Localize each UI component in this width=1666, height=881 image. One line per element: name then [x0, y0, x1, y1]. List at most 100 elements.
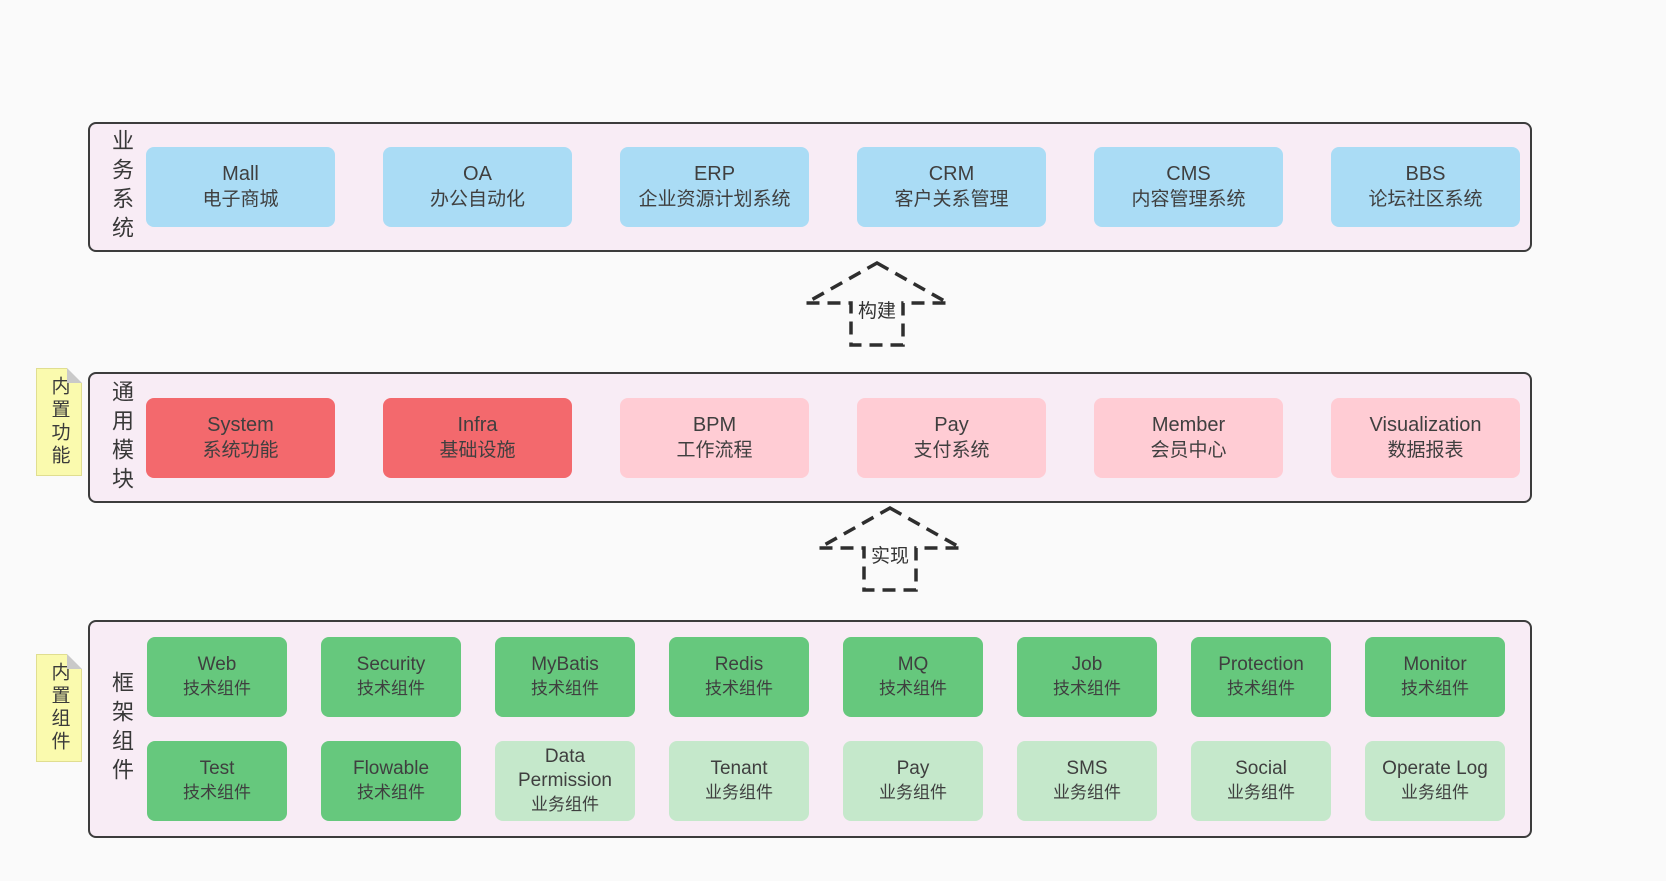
box-job: Job 技术组件: [1017, 637, 1157, 717]
box-subtitle: 业务组件: [531, 795, 599, 814]
up-arrow-icon: [815, 505, 965, 592]
box-subtitle: 技术组件: [183, 679, 251, 698]
box-title: Web: [197, 654, 237, 675]
box-sms: SMS 业务组件: [1017, 741, 1157, 821]
box-title: Job: [1071, 654, 1103, 675]
box-title: Flowable: [352, 758, 430, 779]
box-title: BBS: [1405, 163, 1446, 185]
box-subtitle: 业务组件: [705, 783, 773, 802]
box-title: Visualization: [1369, 413, 1482, 436]
folded-corner-icon: [67, 368, 82, 383]
box-subtitle: 业务组件: [1401, 783, 1469, 802]
box-subtitle: 电子商城: [202, 189, 279, 210]
box-social: Social 业务组件: [1191, 741, 1331, 821]
box-tenant: Tenant 业务组件: [669, 741, 809, 821]
box-title: Protection: [1218, 654, 1304, 675]
box-pay: Pay 支付系统: [857, 397, 1046, 478]
common-modules-side-label: 通用模块: [109, 379, 134, 496]
tech-components-row: Web 技术组件 Security 技术组件 MyBatis 技术组件 Redi…: [147, 637, 1505, 717]
box-title: Redis: [714, 654, 764, 675]
box-title: BPM: [692, 413, 737, 436]
box-title: Data Permission: [518, 746, 612, 791]
box-subtitle: 系统功能: [202, 439, 279, 461]
box-subtitle: 论坛社区系统: [1368, 189, 1483, 210]
box-subtitle: 支付系统: [913, 439, 990, 461]
sticky-label: 内置功能: [48, 376, 70, 468]
box-subtitle: 技术组件: [705, 679, 773, 698]
box-subtitle: 技术组件: [183, 783, 251, 802]
box-title: Security: [356, 654, 426, 675]
business-systems-panel: 业务系统 Mall 电子商城 OA 办公自动化 ERP 企业资源计划系统 CRM…: [88, 122, 1532, 252]
box-web: Web 技术组件: [147, 637, 287, 717]
box-title: Pay: [896, 758, 930, 779]
box-oa: OA 办公自动化: [383, 147, 572, 227]
implement-arrow-label: 实现: [867, 541, 913, 568]
box-test: Test 技术组件: [147, 741, 287, 821]
box-cms: CMS 内容管理系统: [1094, 147, 1283, 227]
box-operate-log: Operate Log 业务组件: [1365, 741, 1505, 821]
box-mall: Mall 电子商城: [146, 147, 335, 227]
box-flowable: Flowable 技术组件: [321, 741, 461, 821]
box-bbs: BBS 论坛社区系统: [1331, 147, 1520, 227]
box-redis: Redis 技术组件: [669, 637, 809, 717]
box-title: CRM: [928, 163, 975, 185]
box-title: SMS: [1066, 758, 1108, 779]
box-subtitle: 技术组件: [357, 679, 425, 698]
box-title: Tenant: [710, 758, 768, 779]
box-title: Pay: [934, 413, 969, 436]
box-title: OA: [463, 163, 492, 185]
box-title: Monitor: [1403, 654, 1467, 675]
sticky-note-built-in-components: 内置组件: [36, 654, 82, 762]
box-title: Infra: [457, 413, 498, 436]
biz-components-row: Test 技术组件 Flowable 技术组件 Data Permission …: [147, 741, 1505, 821]
box-erp: ERP 企业资源计划系统: [620, 147, 809, 227]
box-subtitle: 技术组件: [879, 679, 947, 698]
box-title: System: [207, 413, 274, 436]
box-title: MQ: [897, 654, 929, 675]
common-modules-panel: 通用模块 System 系统功能 Infra 基础设施 BPM 工作流程 Pay…: [88, 372, 1532, 503]
box-subtitle: 业务组件: [1227, 783, 1295, 802]
box-title: Test: [199, 758, 235, 779]
up-arrow-icon: [802, 260, 952, 347]
box-security: Security 技术组件: [321, 637, 461, 717]
build-arrow: 构建: [802, 260, 952, 348]
box-subtitle: 基础设施: [439, 439, 516, 461]
box-title: MyBatis: [531, 654, 599, 675]
build-arrow-label: 构建: [854, 296, 900, 323]
box-subtitle: 技术组件: [357, 783, 425, 802]
box-protection: Protection 技术组件: [1191, 637, 1331, 717]
box-title: Member: [1151, 413, 1226, 436]
box-monitor: Monitor 技术组件: [1365, 637, 1505, 717]
box-bpm: BPM 工作流程: [620, 397, 809, 478]
box-subtitle: 企业资源计划系统: [638, 189, 791, 210]
box-title: CMS: [1166, 163, 1211, 185]
box-title: Social: [1235, 758, 1287, 779]
box-member: Member 会员中心: [1094, 397, 1283, 478]
sticky-note-built-in-features: 内置功能: [36, 368, 82, 476]
box-mybatis: MyBatis 技术组件: [495, 637, 635, 717]
box-subtitle: 会员中心: [1150, 439, 1227, 461]
box-title: Mall: [222, 163, 259, 185]
box-subtitle: 办公自动化: [429, 189, 525, 210]
sticky-label: 内置组件: [48, 662, 70, 754]
box-system: System 系统功能: [146, 397, 335, 478]
box-subtitle: 技术组件: [531, 679, 599, 698]
box-subtitle: 业务组件: [1053, 783, 1121, 802]
business-systems-row: Mall 电子商城 OA 办公自动化 ERP 企业资源计划系统 CRM 客户关系…: [146, 147, 1520, 227]
box-visualization: Visualization 数据报表: [1331, 397, 1520, 478]
box-title: Operate Log: [1382, 758, 1488, 779]
box-subtitle: 工作流程: [676, 439, 753, 461]
implement-arrow: 实现: [815, 505, 965, 593]
folded-corner-icon: [67, 654, 82, 669]
box-data-permission: Data Permission 业务组件: [495, 741, 635, 821]
box-mq: MQ 技术组件: [843, 637, 983, 717]
box-subtitle: 客户关系管理: [894, 189, 1009, 210]
box-title: ERP: [693, 163, 736, 185]
box-infra: Infra 基础设施: [383, 397, 572, 478]
box-subtitle: 业务组件: [879, 783, 947, 802]
box-pay-component: Pay 业务组件: [843, 741, 983, 821]
framework-components-panel: 框架组件 Web 技术组件 Security 技术组件 MyBatis 技术组件…: [88, 620, 1532, 838]
box-subtitle: 技术组件: [1053, 679, 1121, 698]
box-subtitle: 数据报表: [1387, 439, 1464, 461]
